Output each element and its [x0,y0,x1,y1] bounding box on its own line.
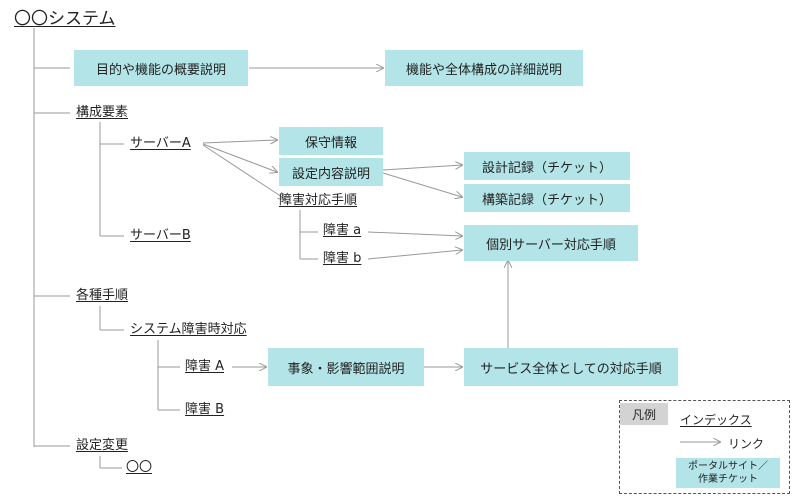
build-record-box[interactable]: 構築記録（チケット） [464,184,630,212]
config-description-box[interactable]: 設定内容説明 [279,158,383,186]
maintenance-info-box[interactable]: 保守情報 [279,127,383,155]
fault-b-big-link[interactable]: 障害 B [185,402,225,417]
procedures-heading[interactable]: 各種手順 [76,288,129,303]
design-record-box[interactable]: 設計記録（チケット） [464,152,630,180]
legend-portal-line1: ポータルサイト／ [688,461,768,472]
settings-change-heading[interactable]: 設定変更 [76,438,129,453]
impact-description-box[interactable]: 事象・影響範囲説明 [268,348,424,386]
oo-link[interactable]: 〇〇 [126,460,153,475]
legend-frame [619,400,790,494]
fault-a-small-link[interactable]: 障害 a [323,223,362,238]
fault-a-big-link[interactable]: 障害 A [185,359,225,374]
fault-b-small-link[interactable]: 障害 b [323,251,362,266]
legend-index-sample: インデックス [680,413,752,427]
fault-response-link[interactable]: 障害対応手順 [279,193,358,208]
composition-heading[interactable]: 構成要素 [76,105,129,120]
server-b-link[interactable]: サーバーB [130,228,191,243]
legend-portal-line2: 作業チケット [698,474,758,485]
purpose-summary-box[interactable]: 目的や機能の概要説明 [74,50,248,86]
server-procedure-box[interactable]: 個別サーバー対応手順 [464,225,638,261]
server-a-link[interactable]: サーバーA [130,136,191,151]
legend-link-sample: リンク [728,437,765,451]
page-title[interactable]: 〇〇システム [14,9,116,29]
legend-label: 凡例 [620,403,668,425]
legend-portal-box: ポータルサイト／ 作業チケット [676,458,780,488]
service-procedure-box[interactable]: サービス全体としての対応手順 [464,348,678,386]
system-fault-link[interactable]: システム障害時対応 [130,322,247,337]
detail-description-box[interactable]: 機能や全体構成の詳細説明 [385,50,583,86]
